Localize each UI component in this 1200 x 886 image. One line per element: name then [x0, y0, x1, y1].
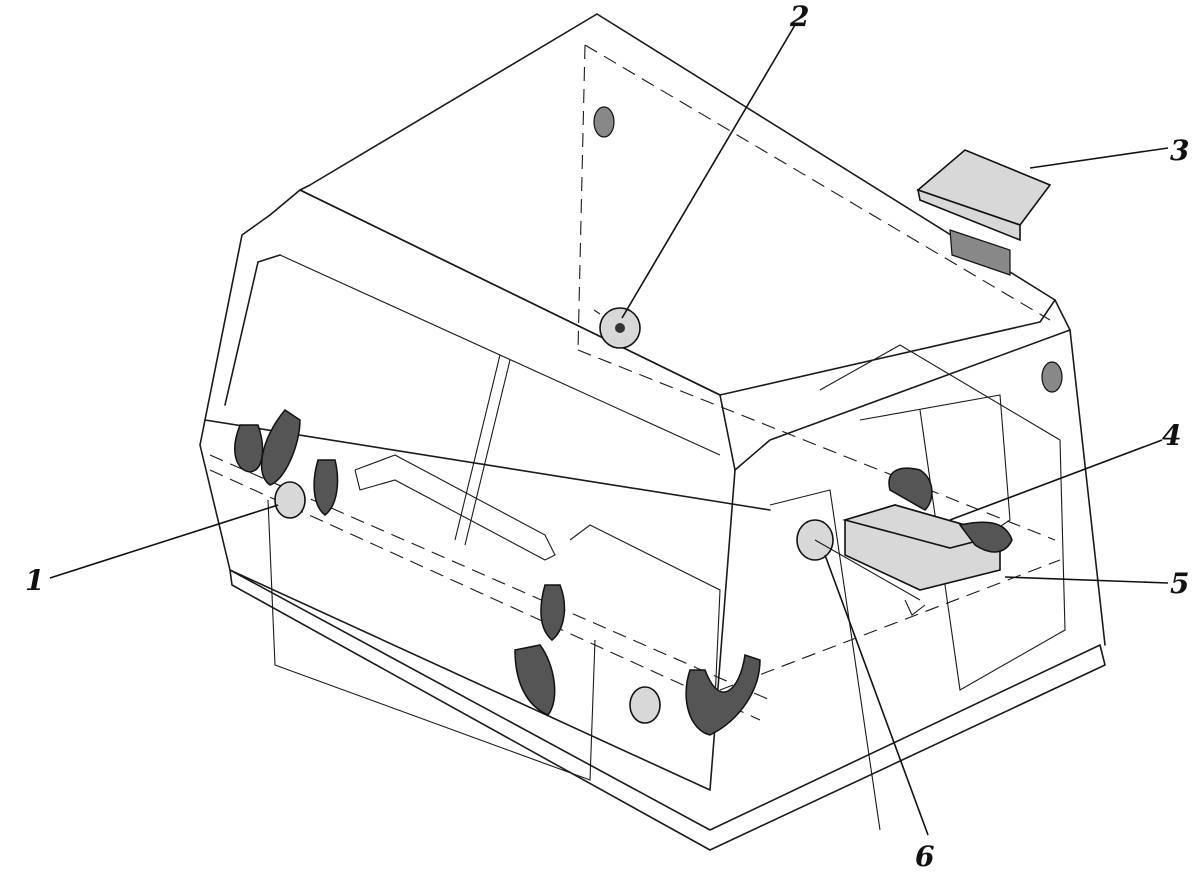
right-side-front [734, 329, 1071, 471]
windshield-pillar [454, 354, 501, 541]
label-5: 5 [1170, 567, 1189, 600]
roof-air-intake [916, 149, 1052, 276]
rear-box [819, 344, 1066, 691]
heater-unit [796, 467, 1013, 616]
leader-2 [621, 24, 796, 319]
windshield-inner [224, 254, 281, 406]
cover-panel [569, 524, 721, 701]
leader-4 [949, 439, 1163, 521]
dash-recess [354, 454, 556, 561]
air-ducts [234, 409, 761, 736]
hidden-line-3 [577, 349, 1056, 541]
hidden-line-1 [584, 44, 1051, 321]
ceiling-fan [593, 307, 641, 349]
roof-vent-grille [593, 106, 615, 138]
label-3: 3 [1170, 134, 1189, 167]
bumper [229, 569, 1106, 851]
label-4: 4 [1162, 419, 1181, 452]
callouts: 1 2 3 4 5 6 [25, 0, 1189, 873]
hidden-line-2 [577, 44, 586, 351]
leader-5 [1004, 576, 1169, 584]
lower-panel [267, 499, 596, 781]
label-1: 1 [25, 564, 44, 597]
windshield-frame [204, 214, 771, 511]
label-6: 6 [915, 840, 934, 873]
cab-outline [199, 13, 1106, 851]
leader-1 [49, 504, 279, 579]
windshield-pillar-2 [464, 359, 511, 546]
side-vent-grille [1041, 361, 1063, 393]
label-2: 2 [789, 0, 809, 33]
right-side [1054, 299, 1106, 646]
hidden-line-6 [719, 559, 1061, 691]
roof-front-edge [269, 189, 736, 471]
leader-3 [1029, 147, 1169, 169]
leader-6 [824, 554, 929, 836]
components [234, 106, 1063, 736]
door-outline [769, 489, 881, 831]
